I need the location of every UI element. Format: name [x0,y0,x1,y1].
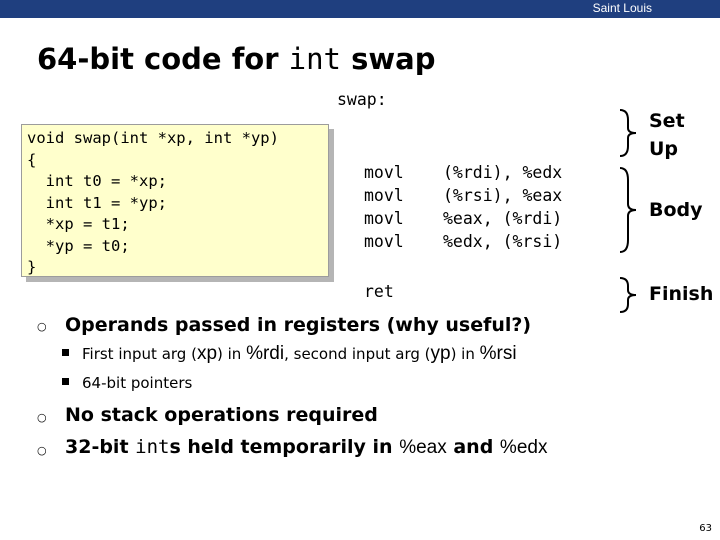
asm-ret: ret [364,282,394,301]
sub1-yp: yp [430,343,451,364]
sub-bullet-icon [62,349,69,356]
b3-eax: %eax [399,437,447,458]
finish-label: Finish [649,283,714,305]
b3-text-c: s held temporarily in [169,436,400,458]
asm-op-3: movl [364,209,404,228]
bullet-icon: ○ [37,320,47,333]
sub-bullet-icon [62,378,69,385]
sub1-xp: xp [196,343,218,364]
asm-op-4: movl [364,232,404,251]
bullet-no-stack: No stack operations required [65,404,378,426]
sub-bullet-input-args: First input arg (xp) in %rdi, second inp… [82,343,517,365]
b3-edx: %edx [499,437,548,458]
asm-args-3: %eax, (%rdi) [443,209,563,228]
sub-bullet-pointers: 64-bit pointers [82,374,193,392]
bullet-icon: ○ [37,411,47,424]
c-code: void swap(int *xp, int *yp) { int t0 = *… [27,129,279,276]
sub1-text-a: First input arg ( [82,345,197,363]
finish-brace-icon [619,277,637,313]
asm-args-1: (%rdi), %edx [443,163,563,182]
asm-args-2: (%rsi), %eax [443,186,563,205]
asm-op-2: movl [364,186,404,205]
sub1-rdi: %rdi [246,343,285,364]
slide-title: 64-bit code for int swap [37,42,436,76]
b3-int: int [135,436,170,458]
asm-op-1: movl [364,163,404,182]
bullet-icon: ○ [37,444,47,457]
c-code-box: void swap(int *xp, int *yp) { int t0 = *… [21,124,329,277]
sub1-text-c: ) in [217,345,247,363]
body-label: Body [649,199,703,221]
title-text-post: swap [341,42,436,76]
b3-text-e: and [446,436,500,458]
setup-label-line1: Set [649,110,685,132]
setup-brace-icon [619,109,637,157]
body-brace-icon [619,167,637,253]
asm-args-4: %edx, (%rsi) [443,232,563,251]
title-text-pre: 64-bit code for [37,42,289,76]
sub1-text-g: ) in [450,345,480,363]
sub1-rsi: %rsi [479,343,517,364]
setup-label-line2: Up [649,138,679,160]
institution-label: Saint Louis [592,1,652,15]
b3-text-a: 32-bit [65,436,136,458]
title-text-mono: int [288,42,342,76]
page-number: 63 [699,523,712,534]
bullet-32bit-ints: 32-bit ints held temporarily in %eax and… [65,436,547,459]
sub1-text-e: , second input arg ( [284,345,431,363]
header-bar: Saint Louis [0,0,720,18]
asm-label: swap: [337,90,387,109]
bullet-operands: Operands passed in registers (why useful… [65,314,532,336]
